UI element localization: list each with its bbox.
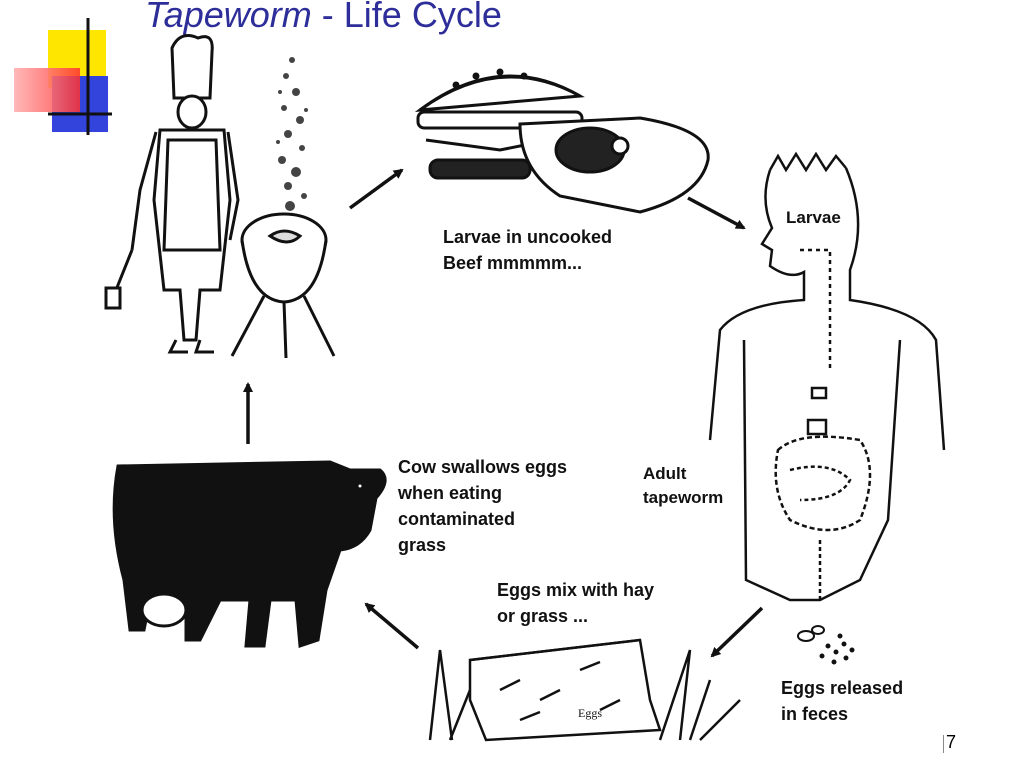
label-larvae-beef: Larvae in uncooked Beef mmmmm... [443, 227, 613, 273]
chef-illustration [104, 34, 240, 354]
label-larvae: Larvae [786, 208, 841, 227]
human-illustration [708, 151, 946, 602]
burger-steak-illustration [414, 68, 710, 214]
grill-illustration [230, 212, 336, 359]
eggs-feces-illustration [797, 625, 855, 665]
cow-illustration [112, 460, 387, 649]
page-title: Tapeworm - Life Cycle [145, 0, 502, 36]
label-cow-swallows: Cow swallows eggs when eating contaminat… [398, 457, 568, 555]
arrow-human-to-hay [710, 606, 764, 658]
arrow-hay-to-cow [364, 602, 420, 650]
corner-logo [14, 18, 112, 135]
arrow-meat-to-human [687, 196, 746, 230]
cycle-arrows [243, 168, 764, 658]
arrow-grill-to-meat [348, 168, 404, 210]
page-number: 7 [942, 732, 957, 753]
title-italic: Tapeworm [145, 0, 312, 35]
hay-bale-illustration [428, 638, 741, 742]
title-separator: - [321, 0, 334, 35]
title-rest: Life Cycle [343, 0, 502, 35]
label-eggs-released: Eggs released in feces [781, 678, 904, 724]
label-eggs-mix: Eggs mix with hay or grass ... [497, 580, 655, 626]
hay-bale-tag: Eggs [578, 706, 602, 720]
label-adult-tapeworm: Adult tapeworm [643, 464, 724, 507]
smoke-illustration [276, 57, 308, 211]
